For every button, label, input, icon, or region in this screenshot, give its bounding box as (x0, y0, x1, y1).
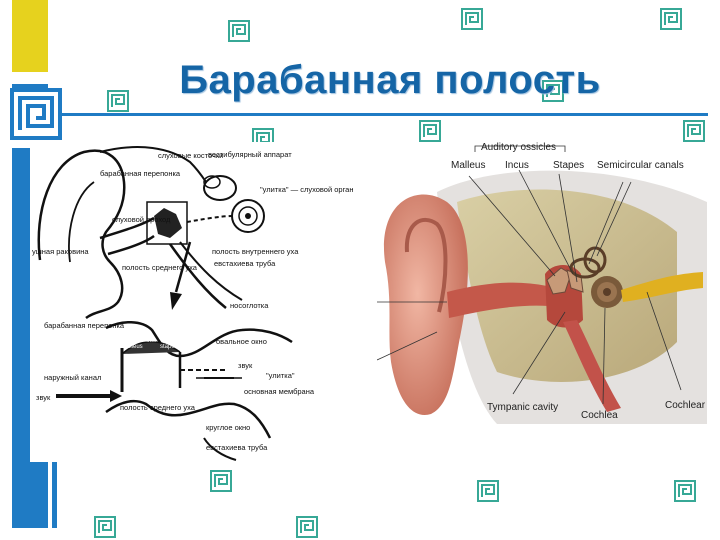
label-auditory-ossicles: Auditory ossicles (481, 142, 556, 153)
label-stapes-small: stapes (160, 344, 178, 350)
label-eustachian-top: евстахиева труба (214, 259, 276, 268)
label-ossicles: слуховые косточки (158, 151, 223, 160)
label-semicircular: Semicircular canals (597, 160, 684, 171)
label-eardrum-top: барабанная перепонка (100, 169, 181, 178)
label-sound-out: звук (238, 361, 253, 370)
label-eardrum-bottom: барабанная перепонка (44, 321, 125, 330)
greek-meander-icon (296, 516, 318, 538)
label-middle-ear-bottom: полость среднего уха (120, 403, 196, 412)
label-incus: Incus (505, 160, 529, 171)
label-cochlea-organ: "улитка" — слуховой орган (260, 185, 353, 194)
label-cochlea: Cochlea (581, 410, 618, 421)
label-cochlea-short: "улитка" (266, 371, 295, 380)
greek-meander-icon (674, 480, 696, 502)
label-basilar: основная мембрана (244, 387, 315, 396)
greek-meander-icon (228, 20, 250, 42)
greek-meander-icon (660, 8, 682, 30)
label-round-window: круглое окно (206, 423, 250, 432)
label-eustachian-bottom: евстахиева труба (206, 443, 268, 452)
greek-meander-icon (94, 516, 116, 538)
label-sound-in: звук (36, 393, 51, 402)
label-malleus-small: malleus (122, 344, 143, 350)
label-tympanic: Tympanic cavity (487, 402, 558, 413)
label-malleus: Malleus (451, 160, 485, 171)
greek-meander-icon (477, 480, 499, 502)
greek-meander-icon (210, 470, 232, 492)
label-cochlear-nerve: Cochlear nerve (665, 400, 707, 411)
label-auditory-canal: слуховой проход (112, 215, 171, 224)
blue-accent-stripe (12, 84, 48, 90)
label-nasopharynx: носоглотка (230, 301, 269, 310)
greek-meander-icon (683, 120, 705, 142)
greek-meander-icon (419, 120, 441, 142)
greek-meander-icon (461, 8, 483, 30)
label-inner-ear: полость внутреннего уха (212, 247, 299, 256)
label-outer-canal: наружный канал (44, 373, 101, 382)
ear-anatomy-illustration: Auditory ossicles Malleus Incus Stapes S… (377, 142, 707, 424)
title-underline (48, 113, 708, 116)
label-incus-small: incus (142, 338, 156, 344)
large-meander-icon (10, 88, 62, 140)
ear-anatomy-schematic: слуховые косточки вестибулярный аппарат … (30, 142, 382, 462)
yellow-accent-bar (12, 0, 48, 72)
label-stapes: Stapes (553, 160, 584, 171)
slide-title: Барабанная полость (179, 58, 601, 102)
label-vestibular: вестибулярный аппарат (208, 150, 292, 159)
label-oval-window: овальное окно (216, 337, 267, 346)
label-middle-ear-top: полость среднего уха (122, 263, 198, 272)
label-auricle: ушная раковина (32, 247, 89, 256)
